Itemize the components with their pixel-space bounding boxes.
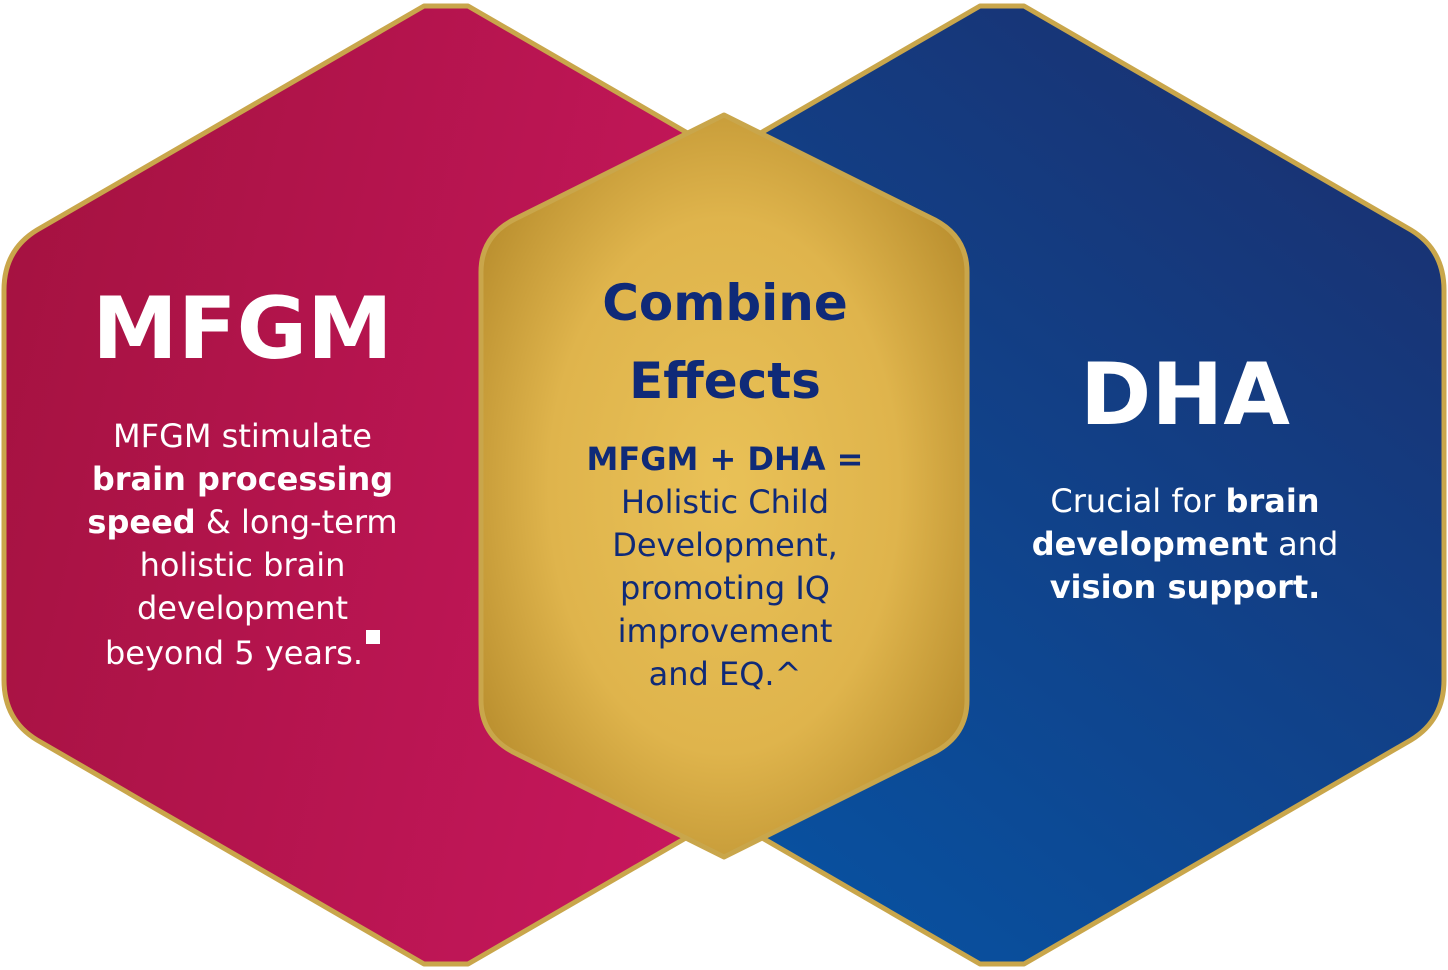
combined-formula: MFGM + DHA = [545, 438, 905, 481]
dha-line-2: development and [1010, 523, 1360, 566]
mfgm-title: MFGM [92, 279, 393, 379]
combined-description: MFGM + DHA = Holistic Child Development,… [545, 438, 905, 696]
mfgm-line-2-bold: brain processing [91, 460, 394, 498]
combined-line-3: promoting IQ [620, 569, 830, 607]
dha-line-2-rest: and [1267, 525, 1339, 563]
combined-title-line-1: Combine [602, 274, 848, 332]
dha-line-1-pre: Crucial for [1050, 482, 1226, 520]
mfgm-line-3-bold: speed [87, 503, 196, 541]
combined-line-2: Development, [612, 526, 838, 564]
mfgm-line-6: beyond 5 years. [60, 630, 425, 675]
dha-line-3: vision support. [1010, 566, 1360, 609]
combined-line-1: Holistic Child [620, 483, 829, 521]
combined-hexagon [478, 112, 970, 860]
combined-line-4: improvement [617, 612, 833, 650]
mfgm-line-6-text: beyond 5 years. [104, 634, 364, 672]
combined-title: Combine Effects [545, 265, 905, 420]
dha-line-2-bold: development [1031, 525, 1268, 563]
combined-line-5: and EQ.^ [648, 655, 802, 693]
combined-title-line-2: Effects [629, 351, 821, 410]
dha-line-3-bold: vision support. [1049, 568, 1321, 606]
footnote-square-marker [366, 630, 381, 644]
mfgm-line-1: MFGM stimulate [113, 417, 372, 455]
mfgm-line-3: speed & long-term [60, 501, 425, 544]
dha-line-1-bold: brain [1225, 482, 1320, 520]
combined-formula-text: MFGM + DHA = [586, 440, 864, 478]
mfgm-line-3-rest: & long-term [195, 503, 398, 541]
dha-description: Crucial for brain development and vision… [1010, 480, 1360, 609]
mfgm-description: MFGM stimulate brain processing speed & … [60, 415, 425, 675]
mfgm-line-5: development [136, 589, 349, 627]
mfgm-line-4: holistic brain [139, 546, 346, 584]
dha-title: DHA [1080, 345, 1290, 445]
dha-line-1: Crucial for brain [1010, 480, 1360, 523]
mfgm-line-2: brain processing [60, 458, 425, 501]
